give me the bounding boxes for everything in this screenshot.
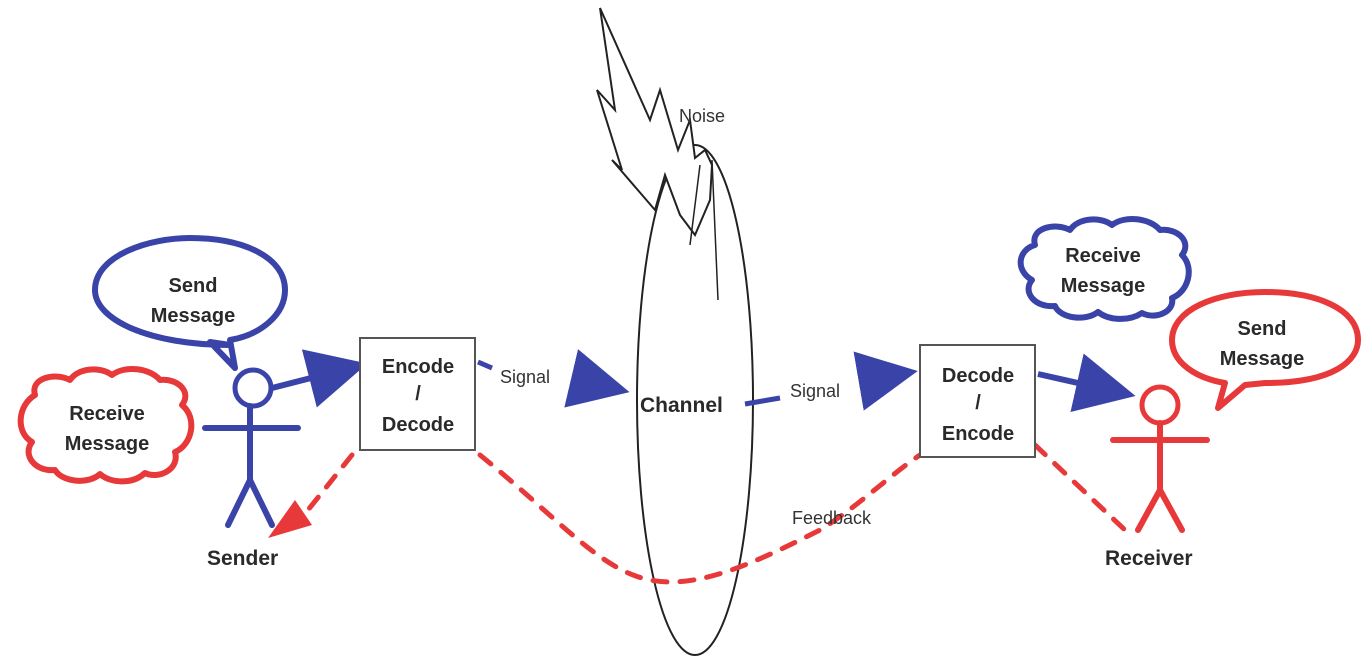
signal-left-dashes: [477, 359, 493, 371]
sender-receive-line1: Receive: [69, 403, 145, 425]
noise-lightning-icon: [596, 7, 714, 237]
decoder-line1: Decode: [942, 365, 1014, 387]
decoder-to-receiver-arrow: [1037, 353, 1136, 413]
sender-head: [232, 367, 274, 409]
decoder-line2: /: [975, 392, 981, 414]
sender-send-line1: Send: [169, 275, 218, 297]
signal-right-label: Signal: [790, 381, 840, 401]
receiver-label: Receiver: [1105, 547, 1193, 570]
receiver-send-bubble: [1169, 289, 1361, 411]
noise-lightning-inner: [689, 159, 719, 301]
receiver-receive-cloud: [1017, 216, 1192, 322]
sender-send-bubble: [92, 235, 288, 371]
sender-receive-cloud: [17, 366, 195, 485]
channel-label: Channel: [640, 394, 723, 417]
sender-receive-line2: Message: [65, 433, 150, 455]
receiver-send-line1: Send: [1238, 318, 1287, 340]
encoder-box: [359, 337, 476, 451]
receiver-figure: [1110, 384, 1210, 533]
decoder-line3: Encode: [942, 423, 1014, 445]
decoder-box: [919, 344, 1036, 458]
encoder-line3: Decode: [382, 414, 454, 436]
channel-shape: [636, 144, 754, 656]
signal-left-label: Signal: [500, 367, 550, 387]
sender-send-line2: Message: [151, 305, 236, 327]
noise-label: Noise: [679, 106, 725, 126]
feedback-label: Feedback: [792, 508, 872, 528]
receiver-receive-line1: Receive: [1065, 245, 1141, 267]
sender-figure: [202, 367, 301, 528]
sender-label: Sender: [207, 547, 278, 570]
receiver-send-line2: Message: [1220, 348, 1305, 370]
receiver-head: [1139, 384, 1181, 426]
signal-right-arrow: [853, 351, 918, 411]
signal-left-arrow: [564, 349, 630, 408]
sender-to-encoder-arrow: [271, 349, 368, 408]
feedback-path: [477, 452, 923, 585]
feedback-arrowhead-icon: [268, 500, 312, 538]
channel-out-line: [744, 395, 781, 407]
encoder-line2: /: [415, 383, 421, 405]
feedback-to-receiver-path: [1032, 442, 1128, 533]
feedback-to-sender-arrow: [297, 452, 355, 523]
receiver-receive-line2: Message: [1061, 275, 1146, 297]
encoder-line1: Encode: [382, 356, 454, 378]
